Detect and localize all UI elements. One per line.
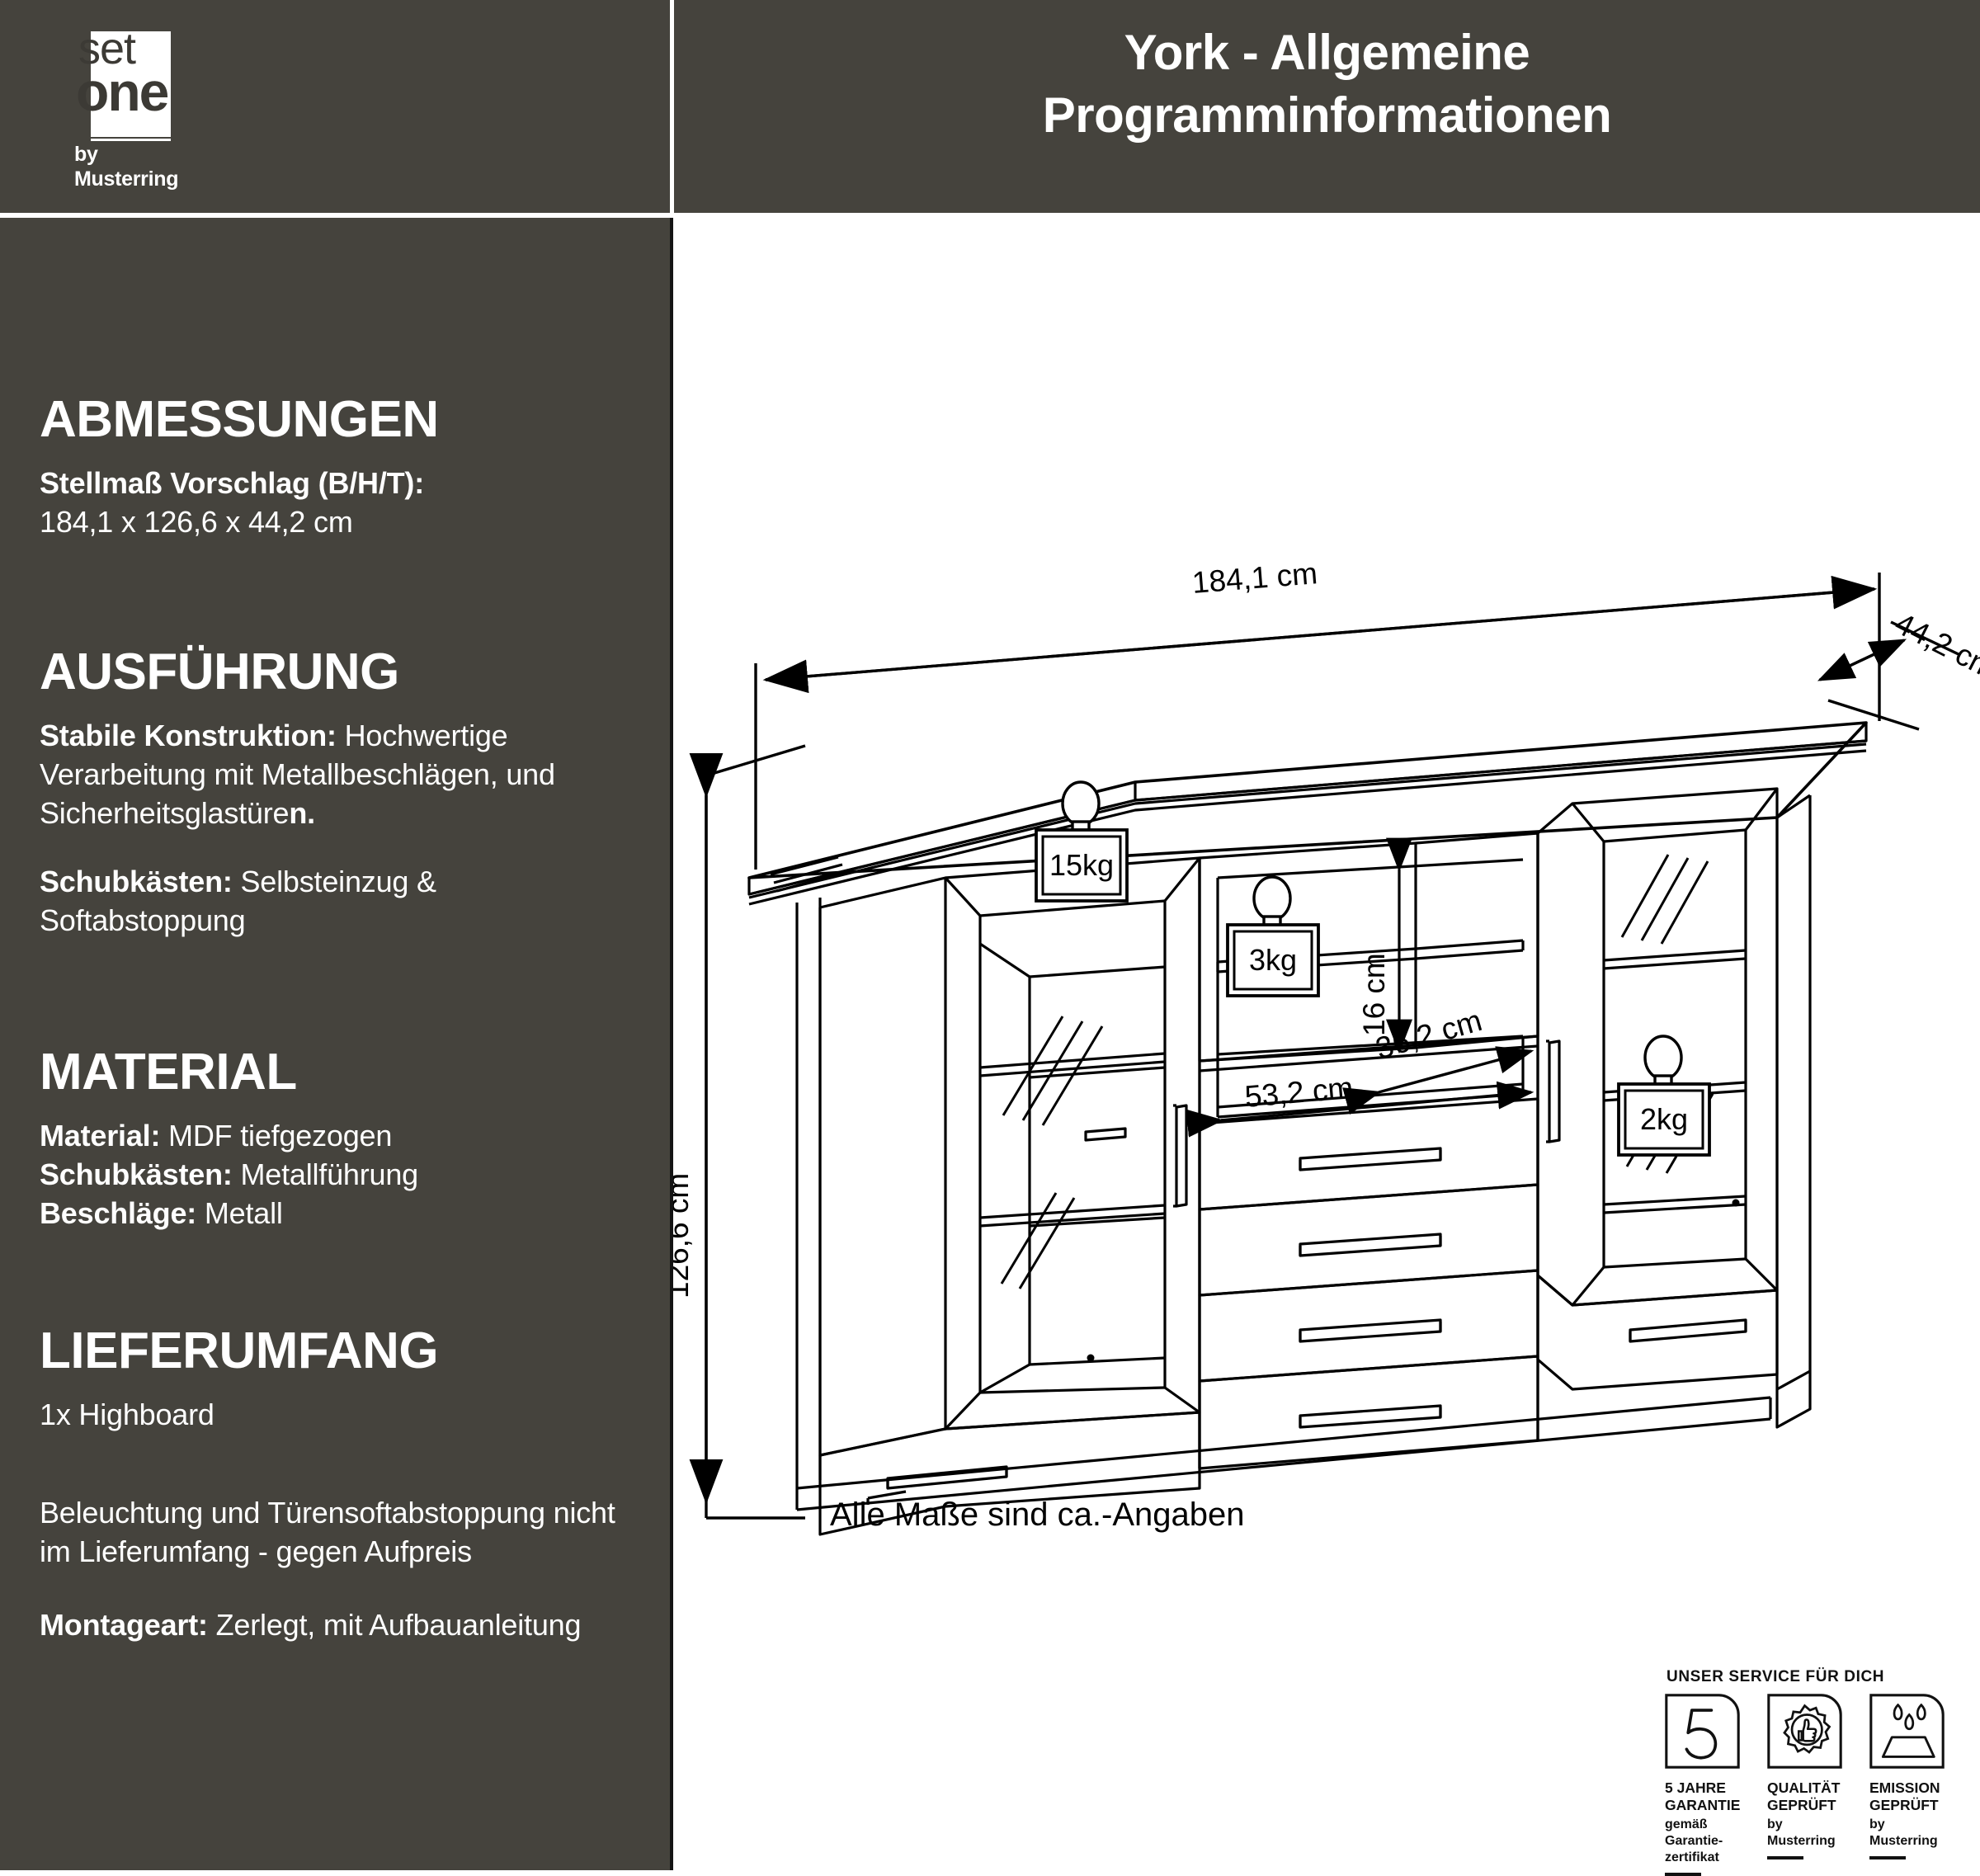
section-material: MATERIAL Material: MDF tiefgezogen Schub… [40, 1044, 650, 1233]
page-title: York - Allgemeine Programminformationen [674, 21, 1980, 147]
dimension-height [689, 744, 806, 1520]
dimension-shelf-width [1186, 1081, 1534, 1138]
lieferumfang-note: Beleuchtung und Türensoftabstoppung nich… [40, 1496, 615, 1568]
montageart-row: Montageart: Zerlegt, mit Aufbauanleitung [40, 1605, 700, 1644]
warranty-name-line1: 5 JAHRE [1665, 1779, 1726, 1796]
abmessungen-body: Stellmaß Vorschlag (B/H/T): 184,1 x 126,… [40, 464, 650, 541]
abmessungen-label: Stellmaß Vorschlag (B/H/T): [40, 466, 424, 500]
emission-name: EMISSION GEPRÜFT [1869, 1779, 1946, 1814]
quality-sub-line1: by Musterring [1767, 1817, 1836, 1848]
header-vertical-divider [670, 0, 674, 213]
load-badge-2kg-label: 2kg [1640, 1102, 1688, 1136]
logo-divider [91, 139, 171, 141]
section-heading-ausfuehrung: AUSFÜHRUNG [40, 643, 399, 700]
konstruktion-label: Stabile Konstruktion: [40, 719, 337, 752]
logo-text-set: set [78, 24, 136, 73]
material-value-3: Metall [196, 1196, 283, 1230]
emission-sub: by Musterring [1869, 1817, 1946, 1850]
material-label-1: Material: [40, 1119, 161, 1152]
lieferumfang-contents: 1x Highboard [40, 1398, 214, 1431]
material-row-2: Schubkästen: Metallführung [40, 1155, 650, 1194]
page-header: set one by Musterring York - Allgemeine … [0, 0, 1980, 213]
technical-drawing: 184,1 cm 44,2 cm 126,6 cm 16 cm 36,2 cm … [673, 218, 1980, 1870]
emission-rule [1869, 1856, 1906, 1860]
material-value-1: MDF tiefgezogen [160, 1119, 393, 1152]
load-badge-3kg-label: 3kg [1249, 943, 1297, 977]
quality-rule [1767, 1856, 1803, 1860]
montageart-label: Montageart: [40, 1608, 208, 1642]
emission-name-line1: EMISSION [1869, 1779, 1940, 1796]
schubkaesten-label-1: Schubkästen: [40, 865, 233, 898]
logo-tagline: by Musterring [74, 143, 179, 191]
material-label-3: Beschläge: [40, 1196, 197, 1230]
highboard-drawing-svg: 184,1 cm 44,2 cm 126,6 cm 16 cm 36,2 cm … [673, 556, 1980, 1536]
warranty-sub-line1: gemäß Garantie- [1665, 1817, 1723, 1848]
thumbs-up-seal-icon [1767, 1694, 1842, 1769]
load-badge-3kg: 3kg [1226, 875, 1320, 997]
ausfuehrung-schubkaesten: Schubkästen: Selbsteinzug & Softabstoppu… [40, 862, 650, 940]
section-abmessungen: ABMESSUNGEN Stellmaß Vorschlag (B/H/T): … [40, 391, 650, 541]
setone-logo: set one by Musterring [43, 15, 178, 191]
dimension-height-label: 126,6 cm [673, 1173, 695, 1299]
service-badge-quality: QUALITÄT GEPRÜFT by Musterring [1767, 1694, 1844, 1876]
warranty-sub-line2: zertifikat [1665, 1850, 1719, 1864]
dimension-depth [1817, 620, 1961, 731]
konstruktion-value: Hochwertige Verarbeitung mit Metallbesch… [40, 719, 555, 830]
emission-name-line2: GEPRÜFT [1869, 1797, 1939, 1813]
load-badge-2kg: 2kg [1617, 1035, 1711, 1157]
logo-text-one: one [76, 61, 169, 122]
material-row-3: Beschläge: Metall [40, 1194, 650, 1233]
warranty-name-line2: GARANTIE [1665, 1797, 1741, 1813]
section-heading-abmessungen: ABMESSUNGEN [40, 391, 439, 448]
load-badge-15kg-label: 15kg [1049, 848, 1114, 882]
sidebar-edge [670, 218, 673, 1870]
quality-sub: by Musterring [1767, 1817, 1844, 1850]
dimension-shelf-height-label: 16 cm [1357, 953, 1391, 1036]
material-value-2: Metallführung [232, 1157, 419, 1191]
material-label-2: Schubkästen: [40, 1157, 233, 1191]
service-badge-emission: EMISSION GEPRÜFT by Musterring [1869, 1694, 1946, 1876]
dimension-width [754, 573, 1881, 870]
emission-sub-line1: by Musterring [1869, 1817, 1938, 1848]
quality-name: QUALITÄT GEPRÜFT [1767, 1779, 1844, 1814]
section-heading-lieferumfang: LIEFERUMFANG [40, 1322, 439, 1379]
warranty-rule [1665, 1873, 1701, 1876]
section-lieferumfang: LIEFERUMFANG 1x Highboard Beleuchtung un… [40, 1322, 700, 1644]
number-five-icon [1665, 1694, 1740, 1769]
section-ausfuehrung: AUSFÜHRUNG Stabile Konstruktion: Hochwer… [40, 643, 650, 940]
material-row-1: Material: MDF tiefgezogen [40, 1116, 650, 1155]
section-heading-material: MATERIAL [40, 1044, 297, 1101]
logo-white-box [91, 31, 171, 137]
abmessungen-value: 184,1 x 126,6 x 44,2 cm [40, 505, 353, 539]
dimension-depth-label: 44,2 cm [1889, 606, 1980, 686]
quality-name-line1: QUALITÄT [1767, 1779, 1841, 1796]
warranty-sub: gemäß Garantie- zertifikat [1665, 1817, 1742, 1866]
service-badge-warranty: 5 JAHRE GARANTIE gemäß Garantie- zertifi… [1665, 1694, 1742, 1876]
emission-drops-icon [1869, 1694, 1945, 1769]
montageart-value: Zerlegt, mit Aufbauanleitung [207, 1608, 582, 1642]
konstruktion-value-tail: n. [289, 796, 315, 830]
schubkaesten-value-1: Selbsteinzug & Softabstoppung [40, 865, 436, 937]
load-badge-15kg: 15kg [1035, 780, 1129, 903]
quality-name-line2: GEPRÜFT [1767, 1797, 1836, 1813]
service-badges: UNSER SERVICE FÜR DICH 5 JAHRE GARANTIE … [1665, 1668, 1955, 1876]
page-title-line2: Programminformationen [1042, 87, 1612, 143]
drawing-footnote: Alle Maße sind ca.-Angaben [830, 1497, 1245, 1533]
header-bottom-rule [0, 213, 1980, 218]
header-logo-cell: set one by Musterring [0, 0, 670, 213]
info-sidebar: ABMESSUNGEN Stellmaß Vorschlag (B/H/T): … [0, 218, 670, 1870]
ausfuehrung-konstruktion: Stabile Konstruktion: Hochwertige Verarb… [40, 716, 650, 832]
dimension-width-label: 184,1 cm [1190, 556, 1318, 600]
warranty-name: 5 JAHRE GARANTIE [1665, 1779, 1742, 1814]
service-title: UNSER SERVICE FÜR DICH [1666, 1668, 1885, 1685]
page-title-line1: York - Allgemeine [1124, 25, 1530, 80]
header-title-cell: York - Allgemeine Programminformationen [674, 0, 1980, 213]
